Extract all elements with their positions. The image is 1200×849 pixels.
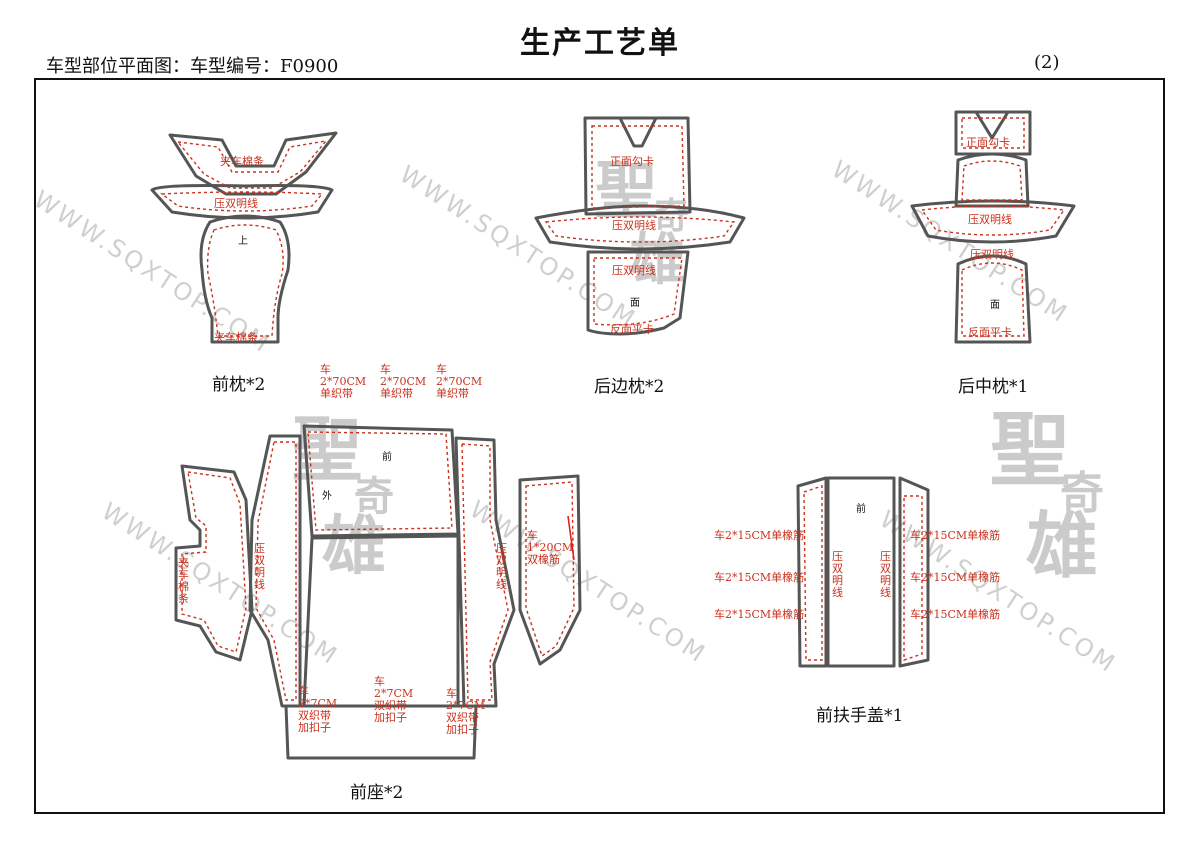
front-seat-left-stitch-note: 压双明线 [254, 542, 265, 591]
front-pillow-bottom-note: 夹车棉条 [214, 331, 258, 344]
front-pillow-wing-note: 压双明线 [214, 197, 258, 210]
front-seat-outer-mark: 外 [322, 491, 332, 502]
rear-center-pillow-body [954, 254, 1032, 344]
rear-side-pillow-hook [618, 117, 658, 148]
front-seat-bottom-strap-1: 车2*7CM双织带加扣子 [298, 685, 338, 734]
front-seat-top-strap-1: 车2*70CM单织带 [320, 363, 367, 400]
watermark-logo-char: 雄 [1026, 503, 1099, 588]
front-pillow-top-strip [168, 131, 338, 196]
watermark-logo-char: 奇 [1060, 468, 1104, 519]
armrest-cover-right-elastic-1: 车2*15CM单橡筋 [910, 529, 1001, 542]
armrest-cover-right-elastic-3: 车2*15CM单橡筋 [910, 608, 1001, 621]
watermark-logo-char: 奇 [653, 195, 690, 237]
armrest-cover-center [826, 476, 896, 668]
armrest-cover-right [898, 476, 930, 668]
front-seat-left-strip-note: 夹车棉条 [178, 556, 189, 605]
rear-side-pillow-body [586, 250, 690, 336]
rear-center-pillow-mid-note: 压双明线 [970, 248, 1014, 261]
front-pillow-body [199, 214, 291, 344]
watermark-logo-char: 聖 [595, 154, 658, 227]
front-seat-bottom-strap-3: 车2*7CM双织带加扣子 [446, 687, 486, 736]
watermark-logo-char: 奇 [354, 473, 394, 520]
armrest-cover-right-stitch-note: 压双明线 [880, 550, 891, 599]
rear-side-pillow-wing-note: 压双明线 [612, 219, 656, 232]
front-seat-right-stitch-note: 压双明线 [496, 542, 507, 591]
rear-side-pillow-face-mark: 面 [630, 298, 640, 309]
armrest-cover-left-elastic-1: 车2*15CM单橡筋 [714, 529, 805, 542]
front-seat-right-elastic-note: 车1*20CM双橡筋 [527, 529, 574, 566]
armrest-cover-left-stitch-note: 压双明线 [832, 550, 843, 599]
front-pillow-top-mark: 上 [238, 236, 248, 247]
rear-side-pillow-wing [534, 204, 746, 251]
rear-center-pillow-bottom-note: 反面平卡 [968, 326, 1012, 339]
watermark-logo-char: 聖 [990, 403, 1070, 497]
rear-center-pillow-hook [974, 111, 1010, 140]
front-pillow-top-note: 夹车棉条 [220, 155, 264, 168]
front-seat-front-mark: 前 [382, 452, 392, 463]
rear-center-pillow-face-mark: 面 [990, 300, 1000, 311]
front-seat-top-strap-2: 车2*70CM单织带 [380, 363, 427, 400]
rear-center-pillow-wing-note: 压双明线 [968, 213, 1012, 226]
front-seat-right-wing [518, 474, 582, 666]
armrest-cover-left-elastic-2: 车2*15CM单橡筋 [714, 571, 805, 584]
rear-side-pillow-top [583, 116, 692, 216]
front-seat-label: 前座*2 [350, 783, 404, 803]
rear-side-pillow-bottom-note: 反面平卡 [610, 323, 654, 336]
armrest-cover-left-elastic-3: 车2*15CM单橡筋 [714, 608, 805, 621]
page-title: 生产工艺单 [520, 26, 680, 61]
front-seat-bottom-strip [284, 704, 478, 760]
front-seat-bottom-strap-2: 车2*7CM双织带加扣子 [374, 675, 414, 724]
diagram-frame [34, 78, 1165, 814]
rear-center-pillow-wing [910, 199, 1076, 244]
armrest-cover-right-elastic-2: 车2*15CM单橡筋 [910, 571, 1001, 584]
rear-center-pillow-top [954, 110, 1032, 156]
front-seat-left-side [248, 434, 302, 708]
rear-center-pillow-label: 后中枕*1 [958, 377, 1029, 397]
armrest-cover-left [796, 476, 828, 668]
model-subtitle: 车型部位平面图：车型编号：F0900 [46, 56, 339, 77]
armrest-cover-label: 前扶手盖*1 [816, 706, 904, 726]
front-seat-left-wing [174, 464, 254, 662]
front-seat-top-strap-3: 车2*70CM单织带 [436, 363, 483, 400]
rear-side-pillow-label: 后边枕*2 [594, 377, 665, 397]
rear-side-pillow-hook-note: 正面勾卡 [610, 155, 654, 168]
page-number: (2) [1034, 52, 1060, 73]
watermark-logo-char: 雄 [322, 509, 386, 584]
rear-side-pillow-mid-note: 压双明线 [612, 264, 656, 277]
rear-center-pillow-mid [954, 152, 1030, 208]
armrest-cover-front-mark: 前 [856, 504, 866, 515]
front-pillow-label: 前枕*2 [212, 375, 266, 395]
rear-center-pillow-hook-note: 正面勾卡 [966, 136, 1010, 149]
front-seat-center-top [302, 424, 460, 538]
